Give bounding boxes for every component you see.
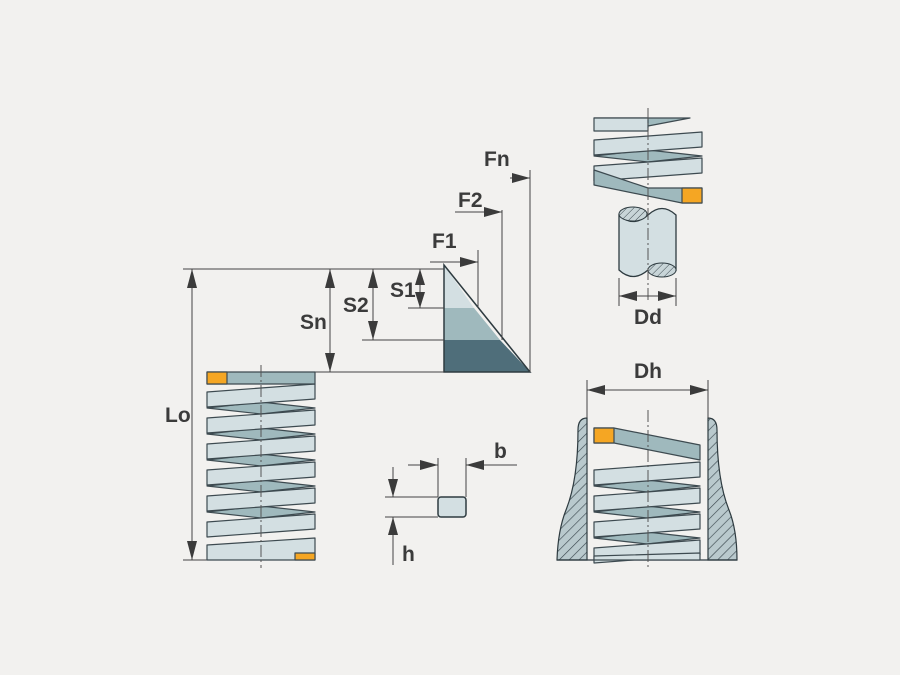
coil-end — [681, 187, 703, 204]
stroke-band-n — [444, 340, 530, 372]
coil-end-top — [206, 371, 228, 385]
spring-in-bore — [593, 427, 701, 564]
wire-cross-section — [385, 458, 517, 565]
label-sn: Sn — [300, 311, 327, 334]
label-fn: Fn — [484, 148, 510, 171]
label-dd: Dd — [634, 306, 662, 329]
coil-turn — [593, 461, 701, 486]
label-s1: S1 — [390, 279, 416, 302]
coil-turn — [593, 117, 649, 132]
label-b: b — [494, 440, 507, 463]
label-f1: F1 — [432, 230, 457, 253]
coil-end-bottom — [294, 552, 316, 561]
coil-turn — [593, 513, 701, 538]
coil-turn — [593, 552, 701, 561]
stroke-band-1 — [444, 265, 474, 308]
bore-housing — [556, 417, 738, 561]
dimension-lines — [183, 170, 531, 561]
hole-diameter-dimension — [586, 380, 709, 418]
label-dh: Dh — [634, 360, 662, 383]
guide-rod — [618, 206, 677, 278]
label-lo: Lo — [165, 404, 191, 427]
coil-turn — [206, 487, 316, 512]
label-h: h — [402, 543, 415, 566]
label-s2: S2 — [343, 294, 369, 317]
label-f2: F2 — [458, 189, 483, 212]
force-stroke-triangle — [443, 262, 532, 373]
stroke-band-2 — [444, 308, 500, 340]
coil-end — [593, 427, 615, 444]
rod-diameter-dimension — [618, 278, 677, 306]
coil-turn — [593, 487, 701, 512]
wire-profile — [437, 496, 467, 518]
